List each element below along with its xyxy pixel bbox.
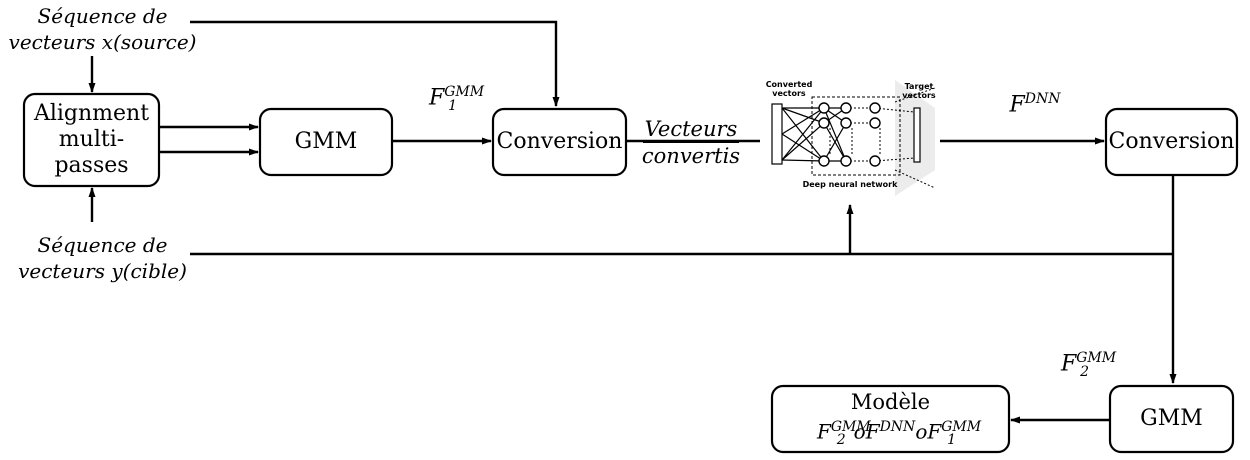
conversion2-box-label: Conversion	[1108, 129, 1235, 154]
gmm1-box-label: GMM	[294, 129, 358, 154]
model-box	[770, 384, 1011, 454]
f1-gmm-label: FGMM1	[428, 84, 485, 114]
dnn-right-caption: Target vectors	[902, 82, 936, 100]
converted-vectors-label: Vecteurs convertis	[641, 117, 741, 168]
target-sequence-label: Séquence de vecteurs y(cible)	[18, 233, 187, 283]
dnn-left-caption: Converted vectors	[765, 80, 813, 98]
gmm2-box	[1108, 384, 1235, 454]
conversion1-box-label: Conversion	[496, 129, 623, 154]
dnn-bottom-caption: Deep neural network	[802, 180, 898, 189]
gmm2-box-label: GMM	[1140, 406, 1203, 431]
conversion1-box	[491, 107, 628, 177]
source-sequence-label: Séquence de vecteurs x(source)	[8, 4, 197, 54]
conversion2-box	[1104, 107, 1239, 177]
arrow-source-to-conversion1	[190, 20, 560, 107]
alignment-box-label: Alignment multi- passes	[33, 101, 150, 178]
alignment-box	[22, 92, 161, 188]
dnn-network-icon	[771, 80, 936, 196]
f-dnn-label: FDNN	[1009, 91, 1061, 118]
f2-gmm-label: FGMM2	[1060, 350, 1117, 380]
gmm1-box	[258, 107, 394, 177]
